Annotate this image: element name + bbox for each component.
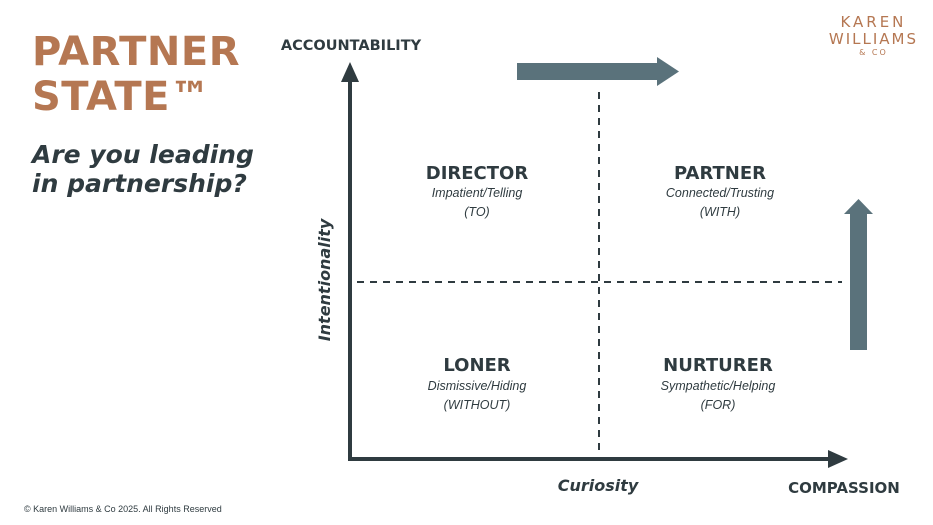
quadrant-tag: (TO) [464, 205, 489, 219]
quadrant-description: Sympathetic/Helping [661, 379, 776, 393]
y-axis-arrowhead [341, 62, 359, 82]
title-line-1: PARTNER [32, 29, 240, 75]
quadrant-title: LONER [443, 355, 510, 376]
page-subtitle: Are you leading in partnership? [32, 140, 254, 198]
quadrant-description: Dismissive/Hiding [428, 379, 527, 393]
logo-line-2: WILLIAMS [828, 30, 918, 48]
y-axis-label: Intentionality [315, 218, 334, 341]
quadrant-tag: (FOR) [701, 398, 736, 412]
x-axis-arrowhead [828, 450, 848, 468]
up-arrow-icon [844, 199, 873, 350]
quadrant-tag: (WITHOUT) [444, 398, 511, 412]
copyright-footer: © Karen Williams & Co 2025. All Rights R… [24, 504, 222, 514]
quadrant-title: NURTURER [663, 355, 773, 376]
logo-line-1: KAREN [840, 13, 907, 31]
quadrant-description: Connected/Trusting [666, 186, 774, 200]
top-axis-label: ACCOUNTABILITY [281, 38, 422, 54]
quadrant-partner: PARTNER Connected/Trusting (WITH) [666, 163, 774, 219]
right-arrow-icon [517, 57, 679, 86]
page-title: PARTNER STATE™ [32, 30, 240, 120]
quadrant-loner: LONER Dismissive/Hiding (WITHOUT) [428, 355, 527, 412]
subtitle-line-2: in partnership? [32, 169, 247, 198]
quadrant-director: DIRECTOR Impatient/Telling (TO) [426, 163, 529, 219]
quadrant-nurturer: NURTURER Sympathetic/Helping (FOR) [661, 355, 776, 412]
title-line-2: STATE™ [32, 74, 211, 120]
quadrant-title: DIRECTOR [426, 163, 529, 184]
brand-logo: KAREN WILLIAMS & CO [829, 14, 918, 58]
quadrant-title: PARTNER [674, 163, 766, 184]
quadrant-tag: (WITH) [700, 205, 740, 219]
quadrant-description: Impatient/Telling [432, 186, 523, 200]
logo-line-3: & CO [859, 48, 888, 57]
right-axis-label: COMPASSION [788, 479, 900, 497]
x-axis-label: Curiosity [558, 476, 639, 495]
subtitle-line-1: Are you leading [32, 140, 254, 169]
